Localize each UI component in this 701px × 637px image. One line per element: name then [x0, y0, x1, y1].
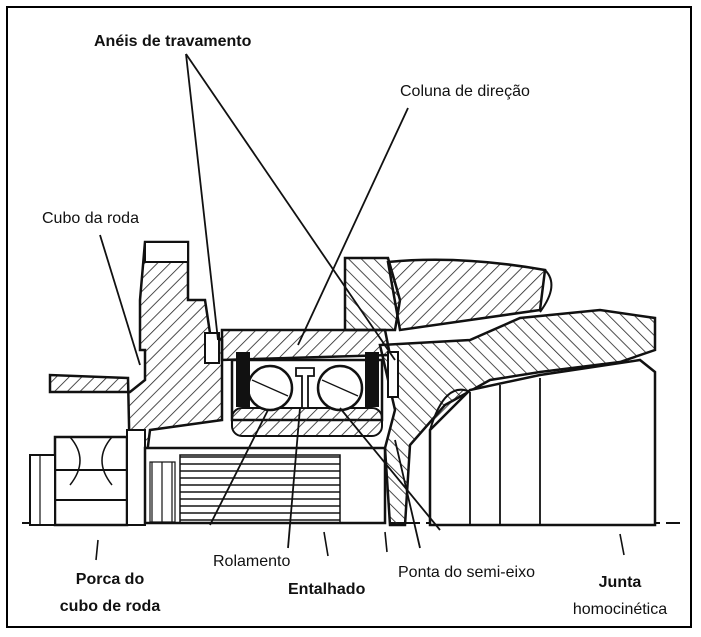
label-ponta-do-semi-eixo: Ponta do semi-eixo: [398, 564, 535, 581]
leader-lines: [99, 53, 441, 549]
stub-axle: [378, 308, 657, 527]
locking-ring-left: [204, 332, 220, 364]
label-junta-line2: homocinética: [572, 601, 668, 618]
label-porca-line1: Porca do: [75, 571, 145, 588]
label-entalhado: Entalhado: [288, 581, 366, 598]
label-coluna-de-direcao: Coluna de direção: [400, 83, 530, 100]
cv-joint-housing: [428, 358, 657, 527]
hub-nut: [53, 435, 129, 527]
label-junta-line1: Junta: [598, 574, 642, 591]
label-aneis-de-travamento: Anéis de travamento: [94, 33, 252, 50]
locking-ring-right: [387, 351, 399, 398]
pointer-ticks: [95, 531, 625, 561]
label-porca-line2: cubo de roda: [59, 598, 161, 615]
label-cubo-da-roda: Cubo da roda: [42, 210, 139, 227]
label-rolamento: Rolamento: [213, 553, 291, 570]
